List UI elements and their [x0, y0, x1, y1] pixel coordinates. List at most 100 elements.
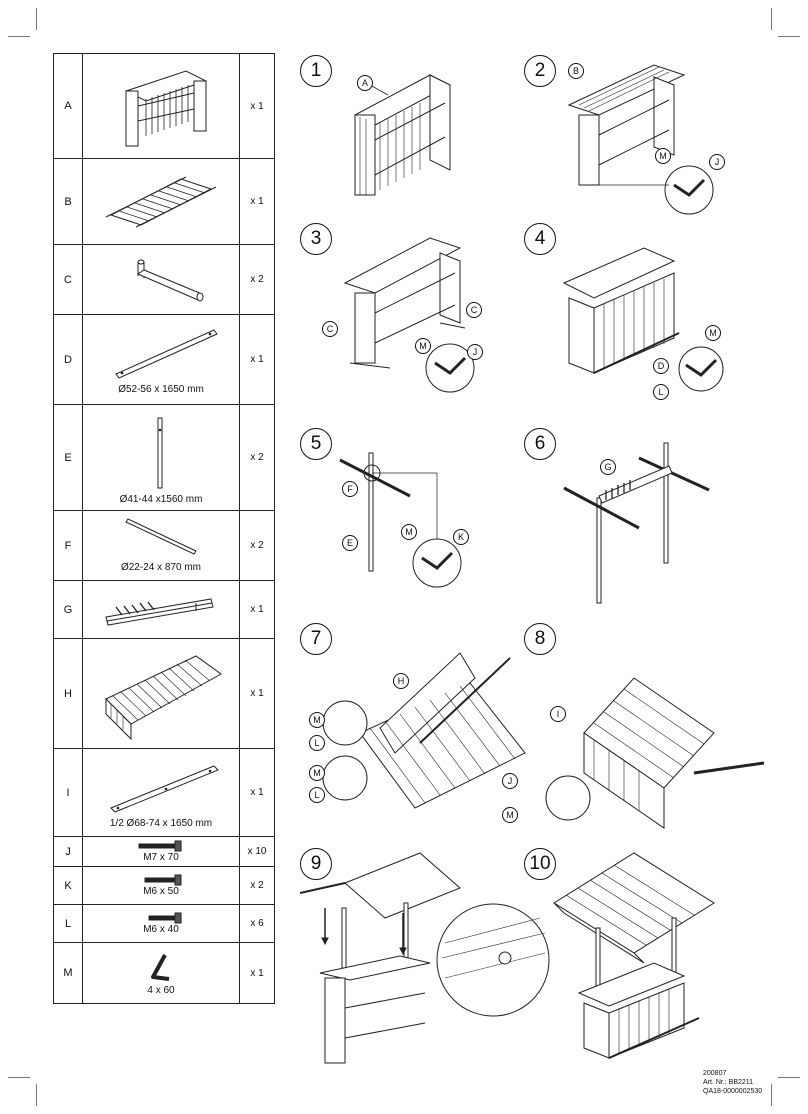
half-pole-icon: [110, 765, 219, 813]
part-dimension: M6 x 40: [143, 924, 179, 935]
step-number: 3: [300, 223, 332, 255]
callout-label: A: [357, 75, 373, 91]
thin-rod-icon: [125, 518, 197, 555]
crop-mark: [778, 36, 800, 37]
bolt-icon: [138, 840, 182, 852]
part-qty: x 6: [239, 904, 275, 943]
step-4-illustration: [562, 247, 724, 392]
roof-icon: [105, 654, 222, 740]
step-number: 5: [300, 428, 332, 460]
part-row-k: K M6 x 50 x 2: [53, 866, 275, 905]
crop-mark: [8, 1077, 30, 1078]
bracket-rod-icon: [136, 259, 204, 301]
part-m-illustration: 4 x 60: [82, 942, 240, 1004]
part-h-illustration: [82, 638, 240, 749]
callout-label: L: [309, 787, 325, 803]
step-number: 1: [300, 55, 332, 87]
callout-label: J: [709, 154, 725, 170]
step-9-illustration: [300, 852, 550, 1064]
part-letter: F: [53, 510, 83, 581]
part-letter: E: [53, 404, 83, 511]
callout-label: M: [401, 524, 417, 540]
step-7: 7 H M L M L: [300, 623, 530, 833]
step-9: 9: [300, 848, 550, 1073]
part-qty: x 1: [239, 942, 275, 1004]
step-8-illustration: [545, 677, 765, 829]
step-3: 3 C C M J: [300, 223, 500, 413]
callout-label: M: [655, 148, 671, 164]
part-letter: C: [53, 244, 83, 315]
step-number: 4: [524, 223, 556, 255]
part-letter: D: [53, 314, 83, 405]
part-qty: x 1: [239, 638, 275, 749]
callout-label: L: [309, 735, 325, 751]
part-row-l: L M6 x 40 x 6: [53, 904, 275, 943]
part-letter: B: [53, 158, 83, 245]
callout-label: K: [453, 529, 469, 545]
part-f-illustration: Ø22-24 x 870 mm: [82, 510, 240, 581]
part-qty: x 2: [239, 866, 275, 905]
part-letter: M: [53, 942, 83, 1004]
step-2-illustration: [567, 64, 714, 215]
part-letter: J: [53, 836, 83, 867]
part-i-illustration: 1/2 Ø68-74 x 1650 mm: [82, 748, 240, 837]
step-number: 7: [300, 623, 332, 655]
crop-mark: [771, 8, 772, 30]
callout-label: M: [415, 338, 431, 354]
step-7-illustration: [322, 652, 526, 809]
step-6-illustration: [563, 442, 710, 604]
callout-label: L: [653, 384, 669, 400]
part-row-j: J M7 x 70 x 10: [53, 836, 275, 867]
part-dimension: Ø22-24 x 870 mm: [120, 562, 202, 573]
upright-pole-icon: [157, 417, 163, 489]
part-qty: x 2: [239, 404, 275, 511]
callout-label: J: [502, 773, 518, 789]
part-row-b: B x 1: [53, 158, 275, 245]
callout-label: C: [466, 302, 482, 318]
callout-label: M: [309, 765, 325, 781]
part-g-illustration: [82, 580, 240, 639]
callout-label: H: [393, 673, 409, 689]
bolt-icon: [144, 874, 182, 886]
callout-label: B: [568, 63, 584, 79]
callout-label: I: [550, 706, 566, 722]
callout-label: E: [342, 535, 358, 551]
callout-label: G: [600, 459, 616, 475]
part-letter: H: [53, 638, 83, 749]
part-qty: x 1: [239, 53, 275, 159]
article-number: Art. Nr.: BB2211: [703, 1079, 754, 1086]
callout-label: D: [653, 358, 669, 374]
part-qty: x 1: [239, 748, 275, 837]
frame-unit-icon: [124, 70, 208, 147]
shelf-icon: [105, 176, 217, 227]
step-number: 2: [524, 55, 556, 87]
step-10: 10: [524, 848, 724, 1063]
part-l-illustration: M6 x 40: [82, 904, 240, 943]
part-j-illustration: M7 x 70: [82, 836, 240, 867]
step-6: 6 G: [524, 428, 724, 608]
step-3-illustration: [343, 237, 475, 393]
step-number: 10: [524, 848, 556, 880]
step-number: 8: [524, 623, 556, 655]
part-qty: x 2: [239, 510, 275, 581]
part-row-m: M 4 x 60 x 1: [53, 942, 275, 1004]
part-row-d: D Ø52-56 x 1650 mm x 1: [53, 314, 275, 405]
step-number: 6: [524, 428, 556, 460]
step-1-illustration: [353, 74, 452, 196]
part-row-i: I 1/2 Ø68-74 x 1650 mm x 1: [53, 748, 275, 837]
step-8: 8 I J M: [502, 623, 774, 838]
long-pole-icon: [115, 329, 218, 379]
callout-label: M: [309, 712, 325, 728]
part-dimension: M7 x 70: [143, 852, 179, 863]
part-qty: x 10: [239, 836, 275, 867]
part-qty: x 1: [239, 314, 275, 405]
part-letter: A: [53, 53, 83, 159]
part-a-illustration: [82, 53, 240, 159]
part-d-illustration: Ø52-56 x 1650 mm: [82, 314, 240, 405]
part-row-g: G x 1: [53, 580, 275, 639]
callout-label: F: [342, 481, 358, 497]
part-letter: G: [53, 580, 83, 639]
part-k-illustration: M6 x 50: [82, 866, 240, 905]
crop-mark: [8, 36, 30, 37]
document-date: 200807: [703, 1070, 727, 1077]
